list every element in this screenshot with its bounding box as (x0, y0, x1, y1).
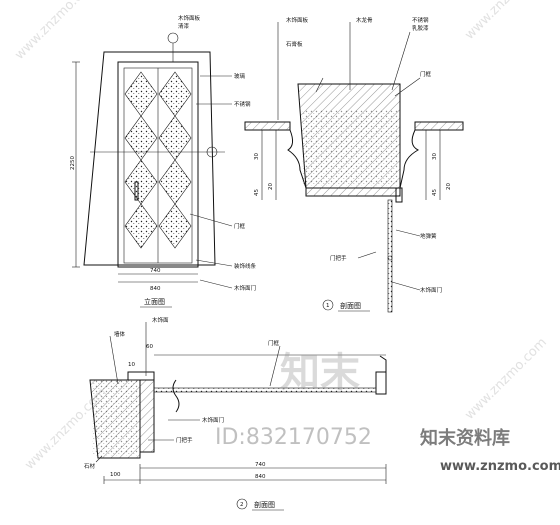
label-s1-1: 木饰面板 (286, 16, 309, 24)
label-s2-4: 木饰面门 (202, 416, 224, 424)
label-s1-2: 石膏板 (286, 40, 303, 48)
label-s1-9: 木饰面门 (420, 286, 442, 294)
caption-elevation: 立面图 (144, 297, 165, 306)
section-1-marker (322, 299, 334, 311)
label-s1-6: 门框 (420, 70, 432, 78)
watermark-id: ID:832170752 (215, 425, 372, 450)
moulding-right (399, 129, 420, 189)
label-s1-7: 地弹簧 (420, 232, 437, 240)
watermark-diag-1: www.znzmo.com (12, 0, 100, 63)
label-door: 木饰面门 (234, 284, 256, 292)
dim-s1-d: 30 (432, 153, 438, 160)
label-top-1: 木饰面板 (178, 14, 201, 22)
dim-s2-d: 840 (255, 474, 266, 480)
detail-marker (167, 32, 179, 44)
dim-inner: 740 (150, 268, 161, 274)
label-s1-3: 木龙骨 (356, 16, 373, 24)
watermark-url: www.znzmo.com (440, 459, 560, 474)
label-steel: 不锈钢 (234, 100, 251, 108)
dim-s1-b: 20 (268, 183, 274, 190)
dim-s2-a: 10 (128, 362, 135, 368)
door-handle (134, 181, 139, 201)
dim-height: 2250 (70, 156, 76, 170)
section-2-marker (236, 498, 248, 510)
wall-panel (83, 51, 216, 266)
label-s2-1: 墙体 (114, 330, 126, 338)
caption-section-1: 剖面图 (340, 301, 361, 310)
section-1: 30 20 45 30 20 45 木饰面板 石膏板 木龙骨 不锈钢 乳胶漆 门… (244, 16, 464, 313)
label-s2-6: 石材 (84, 462, 96, 470)
label-s2-3: 门框 (268, 339, 280, 347)
label-s1-4: 不锈钢 (412, 16, 429, 24)
watermark-diag-4: www.znzmo.com (462, 335, 550, 423)
dim-s1-c: 45 (254, 189, 260, 196)
dim-s1-e: 20 (446, 183, 452, 190)
label-s2-5: 门把手 (176, 436, 193, 444)
dim-s1-a: 30 (254, 153, 260, 160)
section-2: 100 740 840 10 60 墙体 木饰面 门框 木饰面门 门把手 石材 … (84, 316, 387, 511)
label-frame: 门框 (234, 222, 246, 230)
section-2-number: 2 (240, 502, 244, 508)
door-frame (117, 61, 199, 268)
watermark-layer: www.znzmo.com www.znzmo.com www.znzmo.co… (12, 0, 560, 474)
door-elevation: 2250 740 840 木饰面板 清漆 玻璃 不锈钢 门框 装饰线条 木饰面门… (70, 14, 257, 308)
dim-width: 840 (150, 286, 161, 292)
dim-s2-b: 60 (146, 344, 153, 350)
label-s2-2: 木饰面 (152, 316, 169, 324)
label-trim: 装饰线条 (234, 262, 257, 270)
label-s1-8: 门把手 (330, 254, 347, 262)
watermark-diag-2: www.znzmo.com (462, 0, 550, 43)
section-1-number: 1 (326, 303, 330, 309)
dim-s1-f: 45 (432, 189, 438, 196)
caption-section-2: 剖面图 (254, 500, 275, 509)
watermark-brand: 知末 (280, 350, 360, 396)
label-glass: 玻璃 (234, 72, 246, 80)
diamond-panels (124, 71, 192, 249)
dim-s2-c: 740 (255, 462, 266, 468)
door-handle-plan (172, 379, 180, 413)
moulding-left (287, 129, 307, 189)
label-top-2: 清漆 (178, 22, 190, 30)
label-s1-5: 乳胶漆 (412, 24, 429, 32)
dim-s2-e: 100 (110, 472, 121, 478)
watermark-library: 知末资料库 (420, 427, 510, 449)
